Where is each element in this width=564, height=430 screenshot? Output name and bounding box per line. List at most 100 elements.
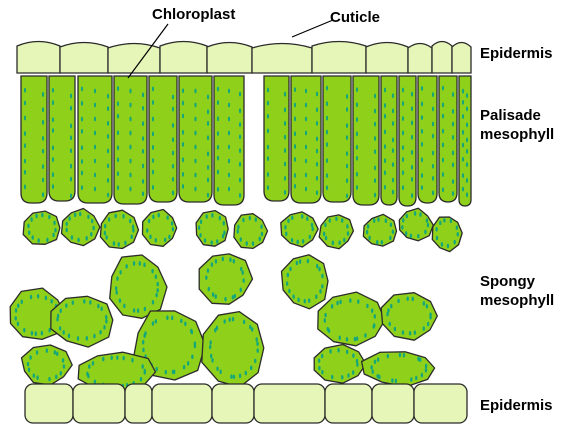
chloroplast-dot <box>89 300 91 305</box>
chloroplast-dot <box>21 299 23 304</box>
chloroplast-dot <box>462 173 464 178</box>
chloroplast-dot <box>74 213 76 218</box>
chloroplast-dot <box>87 214 89 219</box>
chloroplast-dot <box>52 100 54 105</box>
chloroplast-dot <box>421 373 423 378</box>
chloroplast-dot <box>462 100 464 105</box>
lower-epidermis-cell <box>254 384 325 423</box>
chloroplast-dot <box>242 278 244 283</box>
chloroplast-dot <box>102 357 104 362</box>
chloroplast-dot <box>207 165 209 170</box>
chloroplast-dot <box>336 301 338 306</box>
chloroplast-dot <box>56 351 58 356</box>
chloroplast-dot <box>70 177 72 182</box>
chloroplast-dot <box>66 222 68 227</box>
chloroplast-dot <box>346 224 348 229</box>
chloroplast-dot <box>85 236 87 241</box>
chloroplast-dot <box>24 185 26 190</box>
chloroplast-dot <box>182 114 184 119</box>
chloroplast-dot <box>442 114 444 119</box>
chloroplast-dot <box>129 89 131 94</box>
chloroplast-dot <box>392 108 394 113</box>
chloroplast-dot <box>326 185 328 190</box>
chloroplast-dot <box>325 236 327 241</box>
chloroplast-dot <box>142 92 144 97</box>
chloroplast-dot <box>338 240 340 245</box>
chloroplast-dot <box>48 377 50 382</box>
chloroplast-dot <box>284 135 286 140</box>
chloroplast-dot <box>442 103 444 108</box>
chloroplast-dot <box>371 308 373 313</box>
chloroplast-dot <box>329 349 331 354</box>
chloroplast-dot <box>356 87 358 92</box>
chloroplast-dot <box>294 144 296 149</box>
chloroplast-dot <box>424 230 426 235</box>
chloroplast-dot <box>432 92 434 97</box>
chloroplast-dot <box>52 88 54 93</box>
chloroplast-dot <box>194 145 196 150</box>
spongy-cell <box>51 296 113 347</box>
chloroplast-dot <box>52 128 54 133</box>
chloroplast-dot <box>70 135 72 140</box>
chloroplast-dot <box>27 224 29 229</box>
chloroplast-dot <box>183 365 185 370</box>
chloroplast-dot <box>81 171 83 176</box>
chloroplast-dot <box>287 273 289 278</box>
chloroplast-dot <box>356 156 358 161</box>
chloroplast-dot <box>305 89 307 94</box>
chloroplast-dot <box>42 136 44 141</box>
chloroplast-dot <box>182 157 184 162</box>
chloroplast-dot <box>373 218 375 223</box>
chloroplast-dot <box>421 86 423 91</box>
chloroplast-dot <box>305 103 307 108</box>
chloroplast-dot <box>381 240 383 245</box>
chloroplast-dot <box>224 297 226 302</box>
chloroplast-dot <box>311 223 313 228</box>
chloroplast-dot <box>68 216 70 221</box>
chloroplast-dot <box>54 228 56 233</box>
chloroplast-dot <box>256 337 258 342</box>
chloroplast-dot <box>81 145 83 150</box>
chloroplast-dot <box>305 187 307 192</box>
chloroplast-dot <box>207 193 209 198</box>
chloroplast-dot <box>37 294 39 299</box>
chloroplast-dot <box>374 359 376 364</box>
chloroplast-dot <box>70 106 72 111</box>
chloroplast-dot <box>217 145 219 150</box>
chloroplast-dot <box>299 259 301 264</box>
chloroplast-dot <box>117 130 119 135</box>
chloroplast-dot <box>318 366 320 371</box>
chloroplast-dot <box>70 94 72 99</box>
chloroplast-dot <box>305 173 307 178</box>
chloroplast-dot <box>184 321 186 326</box>
chloroplast-dot <box>305 159 307 164</box>
chloroplast-dot <box>423 326 425 331</box>
chloroplast-dot <box>326 130 328 135</box>
chloroplast-dot <box>217 100 219 105</box>
chloroplast-dot <box>384 129 386 134</box>
chloroplast-dot <box>337 348 339 353</box>
chloroplast-dot <box>122 214 124 219</box>
chloroplast-dot <box>294 131 296 136</box>
chloroplast-dot <box>216 326 218 331</box>
chloroplast-dot <box>415 376 417 381</box>
chloroplast-dot <box>65 303 67 308</box>
chloroplast-dot <box>70 123 72 128</box>
chloroplast-dot <box>392 93 394 98</box>
chloroplast-dot <box>466 149 468 154</box>
chloroplast-dot <box>316 149 318 154</box>
chloroplast-dot <box>249 216 251 221</box>
chloroplast-dot <box>77 238 79 243</box>
chloroplast-dot <box>172 370 174 375</box>
chloroplast-dot <box>182 142 184 147</box>
chloroplast-dot <box>36 375 38 380</box>
chloroplast-dot <box>42 92 44 97</box>
chloroplast-dot <box>70 194 72 199</box>
chloroplast-dot <box>346 135 348 140</box>
chloroplast-dot <box>81 129 83 134</box>
chloroplast-dot <box>316 136 318 141</box>
chloroplast-dot <box>326 116 328 121</box>
chloroplast-dot <box>94 103 96 108</box>
chloroplast-dot <box>155 319 157 324</box>
chloroplast-dot <box>216 239 218 244</box>
